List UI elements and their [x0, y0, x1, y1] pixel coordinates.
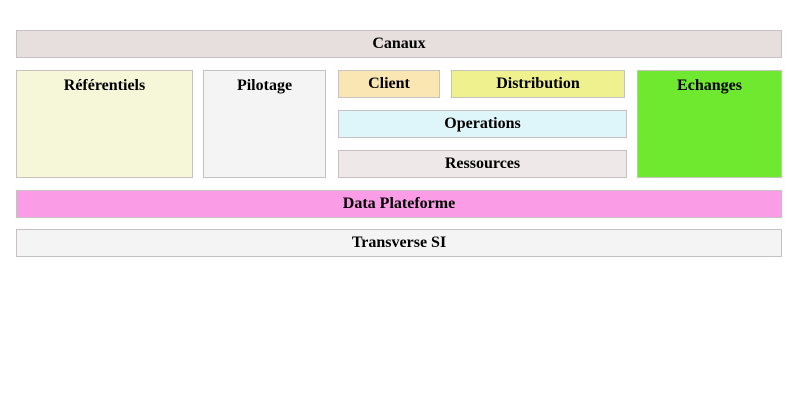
block-referentiels-label: Référentiels — [63, 77, 146, 94]
block-data-plateforme: Data Plateforme — [16, 190, 782, 218]
block-pilotage: Pilotage — [203, 70, 326, 178]
block-canaux: Canaux — [16, 30, 782, 58]
block-transverse-si: Transverse SI — [16, 229, 782, 257]
block-operations-label: Operations — [444, 115, 521, 132]
block-ressources-label: Ressources — [444, 155, 521, 172]
block-client-label: Client — [368, 75, 410, 92]
block-canaux-label: Canaux — [372, 35, 426, 52]
block-ressources: Ressources — [338, 150, 627, 178]
block-distribution: Distribution — [451, 70, 625, 98]
block-echanges-label: Echanges — [677, 77, 742, 94]
block-echanges: Echanges — [637, 70, 782, 178]
block-data-plateforme-label: Data Plateforme — [342, 195, 456, 212]
block-distribution-label: Distribution — [496, 75, 580, 92]
block-operations: Operations — [338, 110, 627, 138]
block-referentiels: Référentiels — [16, 70, 193, 178]
block-client: Client — [338, 70, 440, 98]
block-pilotage-label: Pilotage — [236, 77, 293, 94]
block-transverse-si-label: Transverse SI — [351, 234, 447, 251]
